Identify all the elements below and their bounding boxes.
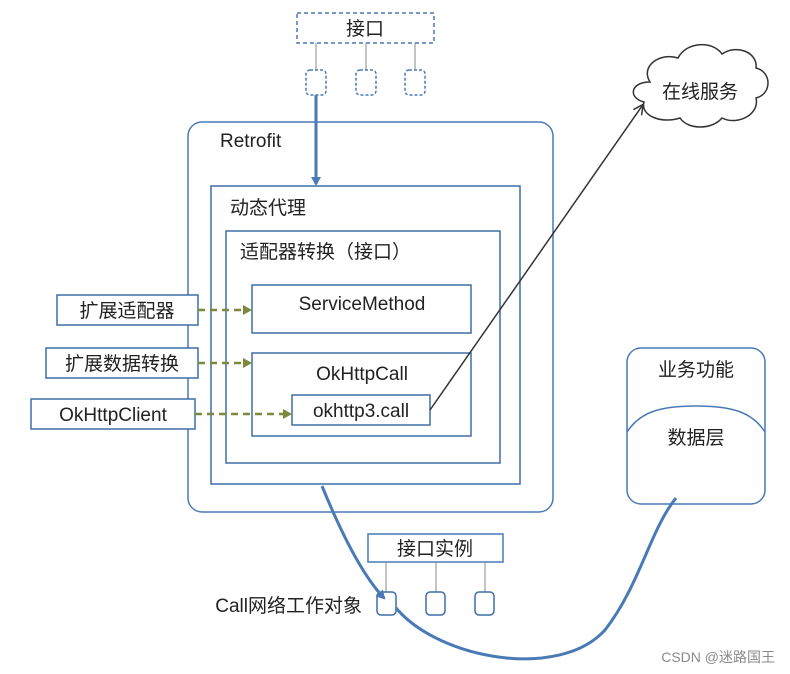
service-method-label: ServiceMethod — [299, 294, 426, 315]
watermark: CSDN @迷路国王 — [661, 649, 775, 665]
call-network-object-label: Call网络工作对象 — [215, 595, 362, 617]
okhttp3-to-cloud-arrow — [429, 106, 642, 411]
instance-method-2 — [425, 591, 446, 616]
instance-method-3 — [474, 591, 495, 616]
dynamic-proxy-label: 动态代理 — [230, 197, 306, 219]
okhttp3-call-box — [291, 394, 431, 426]
okhttp-call-label: OkHttpCall — [316, 364, 408, 385]
interface-instance-box — [367, 533, 504, 563]
interface-box — [296, 12, 435, 44]
retrofit-label: Retrofit — [220, 131, 282, 152]
cloud-shape — [632, 44, 769, 128]
ext-adapter-label: 扩展适配器 — [79, 300, 174, 322]
interface-method-3 — [404, 69, 426, 96]
ext-adapter-box — [56, 294, 199, 326]
ext-data-conversion-box — [45, 347, 199, 379]
okhttp-client-label: OkHttpClient — [59, 405, 167, 426]
data-layer-label: 数据层 — [667, 427, 724, 449]
interface-label: 接口 — [346, 18, 384, 40]
business-function-box — [626, 347, 766, 505]
interface-method-2 — [355, 69, 377, 96]
business-function-label: 业务功能 — [658, 359, 734, 381]
interface-method-1 — [305, 69, 327, 96]
data-layer-divider — [626, 405, 766, 433]
okhttp3-call-label: okhttp3.call — [313, 401, 409, 422]
instance-to-data-layer-curve — [394, 497, 678, 661]
online-service-cloud: 在线服务 — [632, 44, 769, 128]
retrofit-to-instance-curve — [320, 485, 386, 600]
interface-group: 接口 — [296, 12, 435, 96]
service-method-box — [251, 284, 472, 334]
ext-data-conversion-label: 扩展数据转换 — [65, 353, 179, 375]
interface-instance-label: 接口实例 — [397, 538, 473, 560]
adapter-conversion-label: 适配器转换（接口） — [240, 241, 411, 263]
online-service-label: 在线服务 — [662, 81, 738, 103]
